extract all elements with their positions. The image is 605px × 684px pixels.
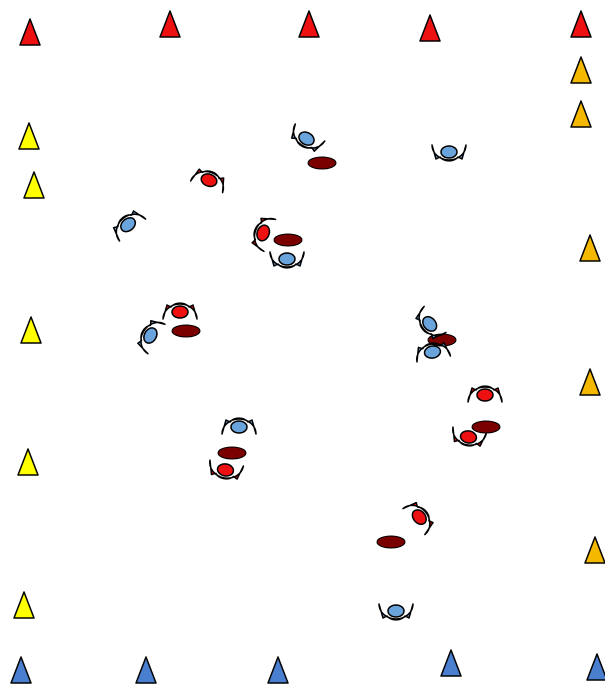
orange-cone-icon (585, 537, 605, 563)
player-head (420, 314, 439, 334)
yellow-cone-icon (21, 317, 41, 343)
blue-cone-icon (587, 654, 605, 680)
blue-player-icon (414, 340, 450, 361)
player-head (172, 306, 188, 318)
blue-cone-icon (441, 650, 461, 676)
blue-player-icon (379, 604, 413, 620)
yellow-cone-icon (24, 172, 44, 198)
player-head (477, 389, 493, 401)
orange-cone-icon (580, 369, 600, 395)
player-head (410, 507, 429, 527)
ball-icon (377, 536, 405, 548)
player-head (217, 463, 235, 478)
blue-player-icon (109, 207, 145, 241)
red-cone-icon (20, 19, 40, 45)
blue-player-icon (287, 124, 324, 155)
orange-cone-icon (571, 57, 591, 83)
player-head (231, 421, 247, 433)
yellow-cone-icon (14, 592, 34, 618)
player-head (279, 253, 295, 265)
red-player-icon (403, 498, 437, 534)
ball-icon (274, 234, 302, 246)
cone-layer (11, 11, 605, 683)
blue-cone-icon (136, 657, 156, 683)
red-player-icon (163, 303, 197, 319)
player-head (118, 215, 138, 234)
blue-player-icon (270, 252, 304, 268)
orange-cone-icon (580, 235, 600, 261)
red-cone-icon (420, 15, 440, 41)
ball-icon (172, 325, 200, 337)
orange-cone-icon (571, 101, 591, 127)
yellow-cone-icon (18, 449, 38, 475)
ball-icon (218, 447, 246, 459)
red-player-icon (468, 386, 502, 402)
blue-cone-icon (11, 657, 31, 683)
blue-player-icon (134, 316, 165, 353)
red-player-icon (207, 460, 243, 481)
red-cone-icon (571, 11, 591, 37)
player-head (460, 430, 478, 445)
blue-cone-icon (268, 657, 288, 683)
red-player-icon (249, 214, 275, 251)
ball-layer (172, 157, 500, 548)
player-layer (109, 124, 502, 620)
red-player-icon (191, 166, 228, 192)
player-head (388, 605, 404, 617)
blue-player-icon (432, 145, 466, 161)
yellow-cone-icon (19, 123, 39, 149)
ball-icon (308, 157, 336, 169)
red-cone-icon (299, 11, 319, 37)
player-head (441, 146, 457, 158)
player-head (424, 345, 442, 360)
ball-icon (472, 421, 500, 433)
red-cone-icon (160, 11, 180, 37)
blue-player-icon (222, 418, 256, 434)
